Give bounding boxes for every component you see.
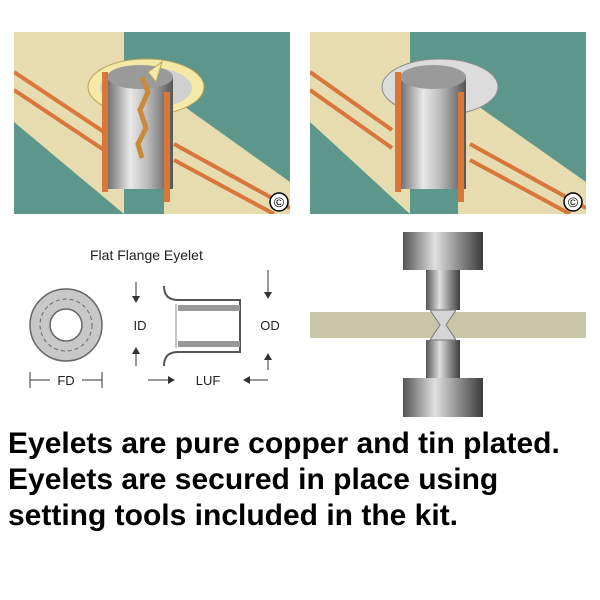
barrel-crack bbox=[135, 76, 151, 159]
board-layer-right bbox=[458, 92, 586, 214]
flange-inner-circle bbox=[39, 298, 93, 352]
copper-trace-left bbox=[14, 88, 106, 152]
copper-trace-left bbox=[14, 70, 106, 134]
copper-wall-left bbox=[102, 72, 108, 192]
setting-tool-panel bbox=[310, 232, 586, 417]
board-layer-right bbox=[164, 92, 290, 214]
eyelet-hole bbox=[49, 308, 83, 342]
eyelet-barrel bbox=[400, 77, 466, 189]
intact-eyelet-panel: © bbox=[310, 32, 586, 214]
upper-tool-body bbox=[403, 232, 483, 270]
od-label: OD bbox=[260, 318, 280, 333]
eyelet-bore bbox=[107, 65, 173, 89]
fd-label: FD bbox=[57, 373, 74, 388]
copper-wall-right bbox=[164, 92, 170, 202]
setting-tool-illustration bbox=[310, 232, 586, 417]
flat-flange-eyelet-schematic: Flat Flange Eyelet FD ID OD LUF bbox=[18, 240, 290, 400]
eyelet-side-view bbox=[163, 285, 241, 367]
schematic-drawing: Flat Flange Eyelet FD ID OD LUF bbox=[29, 247, 280, 388]
copper-wall-right bbox=[458, 92, 464, 202]
luf-label: LUF bbox=[196, 373, 221, 388]
copper-trace-left bbox=[310, 70, 394, 132]
copyright-text: © bbox=[274, 194, 285, 210]
copper-trace-left bbox=[310, 88, 394, 150]
copper-trace-right bbox=[469, 158, 571, 214]
intact-eyelet-illustration: © bbox=[310, 32, 586, 214]
copper-wall-left bbox=[395, 72, 401, 192]
eyelet-barrel bbox=[107, 77, 173, 189]
upper-tool-shaft bbox=[426, 270, 460, 310]
copyright-symbol bbox=[563, 192, 583, 212]
cracked-eyelet-illustration: © bbox=[14, 32, 290, 214]
plating-flake bbox=[147, 60, 163, 84]
cracked-eyelet-panel: © bbox=[14, 32, 290, 214]
caption-text: Eyelets are pure copper and tin plated. … bbox=[8, 427, 560, 532]
copyright-symbol bbox=[269, 192, 289, 212]
eyelet-bore bbox=[400, 65, 466, 89]
id-label: ID bbox=[134, 318, 147, 333]
lower-tool-body bbox=[403, 378, 483, 417]
schematic-title: Flat Flange Eyelet bbox=[90, 247, 203, 263]
copyright-text: © bbox=[568, 194, 579, 210]
copper-trace-right bbox=[173, 158, 275, 214]
set-eyelet bbox=[429, 309, 457, 341]
lower-tool-shaft bbox=[426, 340, 460, 378]
